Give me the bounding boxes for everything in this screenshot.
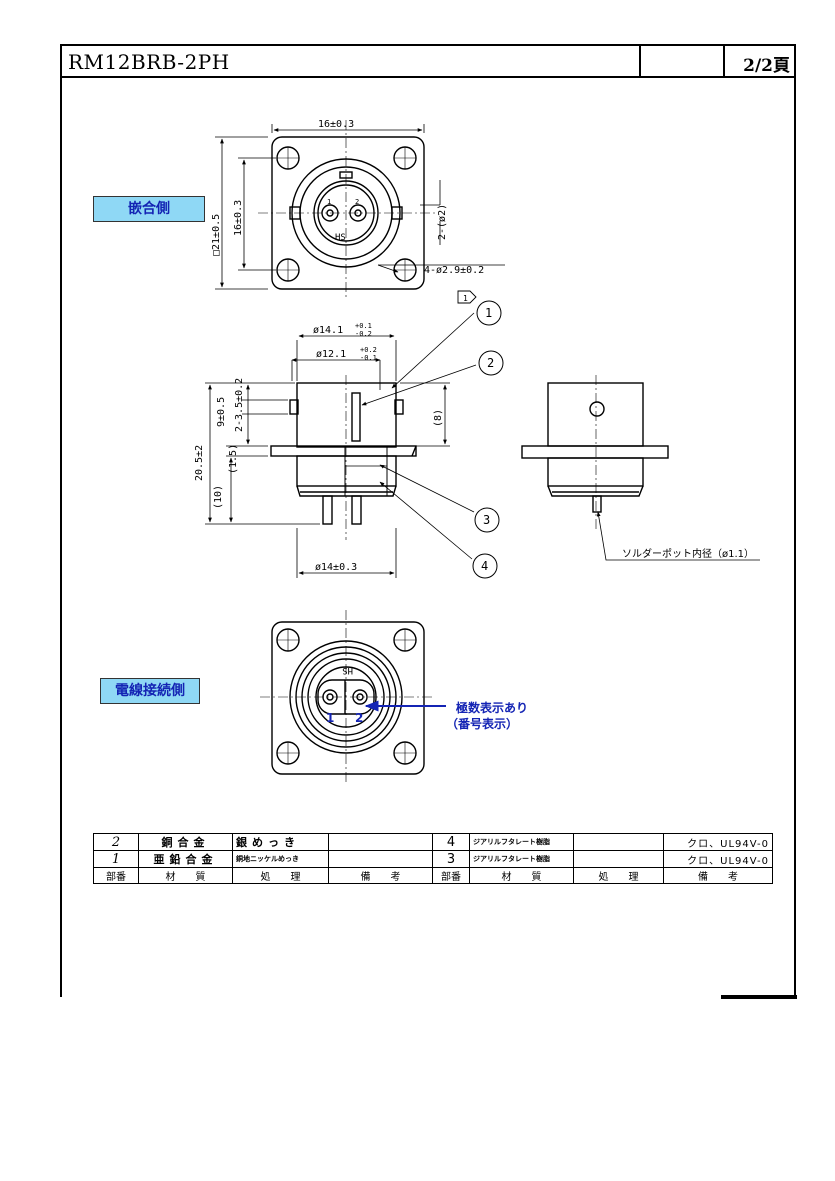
polarity-note-line2: （番号表示） bbox=[446, 717, 519, 731]
bom-remark bbox=[328, 833, 433, 851]
dim-outer-height: □21±0.5 bbox=[211, 214, 222, 256]
marking-top: HS bbox=[335, 233, 346, 243]
dim-pin-dia: 2-(ø2) bbox=[437, 204, 448, 240]
bom-part-no: 2 bbox=[93, 833, 139, 851]
dim-d1-tol-dn: -0.2 bbox=[355, 330, 372, 338]
marking-bottom: HS bbox=[342, 665, 353, 675]
pin2-top: 2 bbox=[355, 198, 359, 206]
pin1-top: 1 bbox=[327, 198, 331, 206]
polarity-note-line1: 極数表示あり bbox=[456, 701, 529, 715]
wire-side-label: 電線接続側 bbox=[100, 678, 200, 704]
pin2-bottom: 2 bbox=[355, 711, 363, 725]
bom-header: 処 理 bbox=[573, 867, 664, 884]
dim-h10: (10) bbox=[213, 485, 224, 509]
bom-treatment: 銅地ニッケルめっき bbox=[232, 850, 329, 868]
bom-material-2: ジアリルフタレート樹脂 bbox=[469, 850, 574, 868]
bom-header: 部番 bbox=[432, 867, 470, 884]
bom-material: 亜鉛合金 bbox=[138, 850, 233, 868]
callout-4 bbox=[472, 553, 498, 579]
page-number: 2/2頁 bbox=[743, 56, 790, 76]
callout-1 bbox=[476, 300, 502, 326]
bom-part-no-2: 4 bbox=[432, 833, 470, 851]
dim-h15: (1.5) bbox=[228, 444, 239, 474]
side-view bbox=[270, 375, 417, 540]
bom-treatment: 銀めっき bbox=[232, 833, 329, 851]
bom-remark bbox=[328, 850, 433, 868]
dim-d2-tol-up: +0.2 bbox=[360, 346, 377, 354]
bom-material: 銅合金 bbox=[138, 833, 233, 851]
dim-base-dia: ø14±0.3 bbox=[315, 562, 357, 573]
dim-inner-height: 16±0.3 bbox=[233, 200, 244, 236]
top-view-dimensions bbox=[215, 124, 505, 290]
bom-header: 部番 bbox=[93, 867, 139, 884]
right-side-view bbox=[521, 375, 669, 530]
dim-d1-tol-up: +0.1 bbox=[355, 322, 372, 330]
bom-treatment-2 bbox=[573, 833, 664, 851]
bom-header: 備 考 bbox=[328, 867, 433, 884]
title-block-empty-cell bbox=[639, 46, 725, 76]
bom-treatment-2 bbox=[573, 850, 664, 868]
revision-flag-text: 1 bbox=[463, 294, 468, 303]
solder-pot-leader bbox=[596, 511, 760, 561]
drawing-title: RM12BRB-2PH bbox=[68, 50, 230, 74]
bom-row: 2 銅合金 銀めっき 4 ジアリルフタレート樹脂 クロ、UL94V-0 bbox=[93, 833, 773, 851]
dim-total-height: 20.5±2 bbox=[194, 445, 205, 481]
solder-pot-note: ソルダーポット内径（ø1.1） bbox=[622, 547, 754, 560]
bom-header: 処 理 bbox=[232, 867, 329, 884]
bottom-view bbox=[260, 610, 432, 785]
side-view-dimensions bbox=[205, 312, 477, 578]
pin1-bottom: 1 bbox=[326, 711, 334, 725]
bom-remark-2: クロ、UL94V-0 bbox=[663, 833, 773, 851]
bom-part-no: 1 bbox=[93, 850, 139, 868]
dim-key-width: 2-3.5±0.2 bbox=[234, 378, 245, 432]
part-callouts bbox=[472, 300, 504, 579]
revision-flag bbox=[457, 290, 477, 304]
title-block: RM12BRB-2PH 2/2頁 bbox=[62, 46, 794, 78]
callout-3-label: 3 bbox=[483, 513, 490, 527]
drawing-frame: RM12BRB-2PH 2/2頁 bbox=[60, 44, 796, 997]
dim-d2: ø12.1 bbox=[316, 349, 346, 360]
mating-side-label: 嵌合側 bbox=[93, 196, 205, 222]
bom-row: 1 亜鉛合金 銅地ニッケルめっき 3 ジアリルフタレート樹脂 クロ、UL94V-… bbox=[93, 850, 773, 868]
callout-3 bbox=[474, 507, 500, 533]
bom-header: 材 質 bbox=[138, 867, 233, 884]
callout-1-label: 1 bbox=[485, 306, 492, 320]
bill-of-materials: 2 銅合金 銀めっき 4 ジアリルフタレート樹脂 クロ、UL94V-0 1 亜鉛… bbox=[93, 833, 773, 884]
bom-header: 材 質 bbox=[469, 867, 574, 884]
bom-part-no-2: 3 bbox=[432, 850, 470, 868]
callout-2-label: 2 bbox=[487, 356, 494, 370]
bottom-rule bbox=[721, 995, 797, 999]
bom-remark-2: クロ、UL94V-0 bbox=[663, 850, 773, 868]
dim-h9: 9±0.5 bbox=[216, 397, 227, 427]
callout-4-label: 4 bbox=[481, 559, 488, 573]
dim-h8: (8) bbox=[433, 409, 444, 427]
bom-header-row: 部番 材 質 処 理 備 考 部番 材 質 処 理 備 考 bbox=[93, 867, 773, 884]
bom-material-2: ジアリルフタレート樹脂 bbox=[469, 833, 574, 851]
dim-d2-tol-dn: -0.1 bbox=[360, 354, 377, 362]
dim-top-width: 16±0.3 bbox=[318, 119, 354, 130]
callout-2 bbox=[478, 350, 504, 376]
dim-d1: ø14.1 bbox=[313, 325, 343, 336]
top-view bbox=[258, 120, 436, 300]
title-block-page-cell: 2/2頁 bbox=[723, 46, 796, 76]
dim-holes: 4-ø2.9±0.2 bbox=[424, 265, 484, 276]
bom-header: 備 考 bbox=[663, 867, 773, 884]
